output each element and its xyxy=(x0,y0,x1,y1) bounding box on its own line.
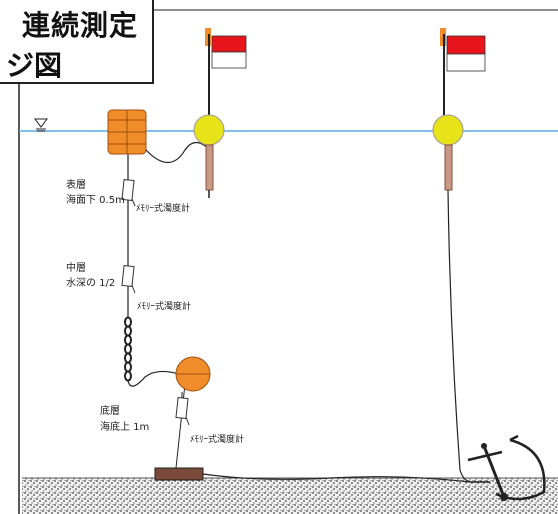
marker-buoy-left xyxy=(193,28,247,198)
title-box: 連続測定 ジ図 xyxy=(0,0,154,84)
layer-depth-surface: 海面下 0.5m xyxy=(66,195,125,206)
turbidity-meter-surface xyxy=(121,174,136,207)
layer-name-middle: 中層 xyxy=(66,263,86,274)
turbidity-meter-bottom xyxy=(175,392,190,426)
layer-name-surface: 表層 xyxy=(66,180,86,191)
title-line-1: 連続測定 xyxy=(21,9,138,42)
anchor xyxy=(467,434,546,501)
layer-name-bottom: 底層 xyxy=(100,406,120,417)
sub-rope xyxy=(175,383,186,469)
rope-to-float xyxy=(127,370,183,387)
layer-depth-bottom: 海底上 1m xyxy=(100,422,150,433)
water-surface-symbol-icon xyxy=(34,118,48,132)
instrument-label-bottom: ﾒﾓﾘｰ式濁度計 xyxy=(190,435,245,445)
marker-buoy-right xyxy=(432,28,486,191)
instrument-label-surface: ﾒﾓﾘｰ式濁度計 xyxy=(136,204,191,214)
turbidity-meter-middle xyxy=(121,260,136,294)
ground-rope xyxy=(202,473,471,483)
connecting-rope xyxy=(145,141,211,164)
subsurface-float xyxy=(175,356,211,392)
sinker-weight xyxy=(154,467,204,481)
chain xyxy=(124,316,132,382)
layer-depth-middle: 水深の 1/2 xyxy=(66,278,116,289)
surface-float xyxy=(107,109,147,155)
seabed xyxy=(22,478,558,514)
right-mooring-rope xyxy=(447,189,471,483)
title-line-2: ジ図 xyxy=(6,49,63,82)
instrument-label-middle: ﾒﾓﾘｰ式濁度計 xyxy=(137,302,192,312)
